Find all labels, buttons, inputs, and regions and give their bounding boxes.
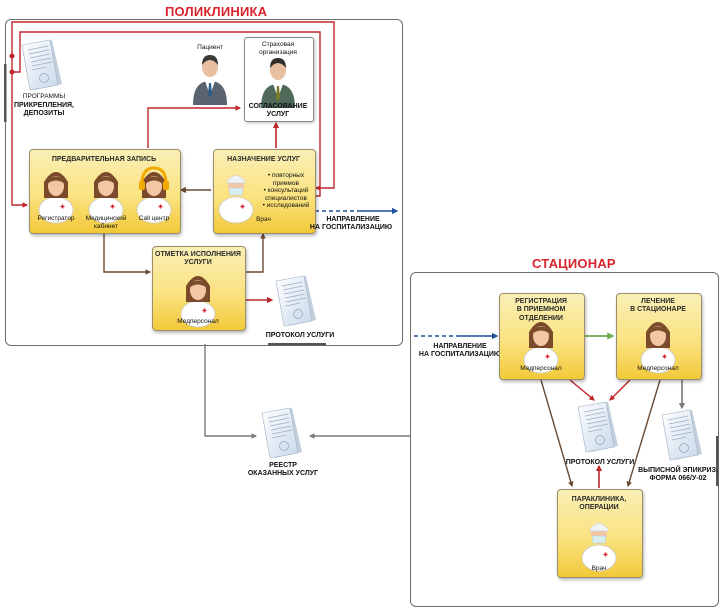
assign-item: • консультаций bbox=[263, 187, 309, 195]
assign-role-label: Врач bbox=[256, 216, 271, 223]
mark-role-label: Медперсонал bbox=[177, 318, 219, 325]
hospital-title: СТАЦИОНАР bbox=[532, 256, 616, 271]
scroll-marker-bottom bbox=[268, 343, 326, 346]
loop-top-to-assign bbox=[11, 21, 335, 191]
registry-document-icon bbox=[261, 407, 303, 459]
cabinet-avatar-icon bbox=[88, 171, 124, 224]
programs-to-prereg bbox=[11, 56, 29, 208]
poly-referral-line2: НА ГОСПИТАЛИЗАЦИЮ bbox=[309, 224, 393, 231]
paraclinic-title-line2: ОПЕРАЦИИ bbox=[579, 504, 619, 511]
insurer-caption-line2: организация bbox=[259, 49, 297, 56]
treatment-title-line2: В СТАЦИОНАРЕ bbox=[630, 306, 686, 313]
reception-title-line1: РЕГИСТРАЦИЯ bbox=[515, 298, 567, 305]
programs-caption-line3: ДЕПОЗИТЫ bbox=[23, 110, 65, 117]
loop-dot-mid bbox=[9, 69, 15, 75]
approval-caption-line1: СОГЛАСОВАНИЕ bbox=[248, 103, 308, 110]
reception-role-label: Медперсонал bbox=[520, 365, 562, 372]
programs-document-icon bbox=[21, 39, 63, 91]
polyclinic-title: ПОЛИКЛИНИКА bbox=[165, 4, 268, 19]
mark-title-line2: УСЛУГИ bbox=[184, 259, 212, 266]
reception-title-line2: В ПРИЕМНОМ ОТДЕЛЕНИИ bbox=[516, 306, 566, 322]
patient-avatar-icon bbox=[193, 55, 227, 105]
hosp-referral-line1: НАПРАВЛЕНИЕ bbox=[433, 343, 487, 350]
treatment-to-paraclinic bbox=[626, 379, 661, 488]
cabinet-label-line1: Медицинский bbox=[85, 215, 127, 222]
poly-protocol-document-icon bbox=[275, 275, 317, 327]
approval-caption-line2: УСЛУГ bbox=[266, 111, 290, 118]
reception-to-paraclinic bbox=[540, 379, 574, 488]
paraclinic-title-line1: ПАРАКЛИНИКА, bbox=[571, 496, 627, 503]
headset-icon bbox=[139, 166, 169, 190]
registrar-avatar-icon bbox=[38, 171, 74, 224]
programs-caption-line2: ПРИКРЕПЛЕНИЯ, bbox=[13, 102, 75, 109]
registrar-label: Регистратор bbox=[37, 215, 75, 222]
prereg-to-mark bbox=[103, 233, 152, 275]
prereg-to-approval bbox=[147, 105, 242, 148]
treatment-role-label: Медперсонал bbox=[637, 365, 679, 372]
scroll-marker-right bbox=[716, 436, 719, 486]
hosp-protocol-caption: ПРОТОКОЛ УСЛУГИ bbox=[565, 459, 635, 466]
scroll-marker-left bbox=[4, 64, 7, 122]
discharge-caption-line1: ВЫПИСНОЙ ЭПИКРИЗ, bbox=[638, 467, 718, 474]
programs-caption-line1: ПРОГРАММЫ bbox=[22, 93, 66, 100]
cabinet-label-line2: кабинет bbox=[94, 223, 118, 230]
assign-doctor-avatar-icon bbox=[218, 175, 254, 224]
assign-items: • повторных приемов • консультаций специ… bbox=[258, 172, 314, 210]
treatment-title-line1: ЛЕЧЕНИЕ bbox=[641, 298, 675, 305]
discharge-caption-line2: ФОРМА 066/У-02 bbox=[649, 475, 707, 482]
poly-protocol-caption: ПРОТОКОЛ УСЛУГИ bbox=[265, 332, 335, 339]
patient-label: Пациент bbox=[197, 44, 223, 51]
reception-to-protocol bbox=[569, 379, 595, 401]
mark-staff-avatar-icon bbox=[180, 275, 216, 328]
treatment-to-protocol bbox=[609, 379, 631, 401]
registry-caption-line1: РЕЕСТР bbox=[269, 462, 297, 469]
prereg-title: ПРЕДВАРИТЕЛЬНАЯ ЗАПИСЬ bbox=[51, 156, 157, 163]
poly-to-registry bbox=[204, 344, 258, 439]
registry-caption-line2: ОКАЗАННЫХ УСЛУГ bbox=[247, 470, 319, 477]
hosp-referral-line2: НА ГОСПИТАЛИЗАЦИЮ bbox=[418, 351, 502, 358]
assign-item: приемов bbox=[273, 179, 299, 187]
insurer-avatar-icon bbox=[261, 58, 295, 108]
paraclinic-role-label: Врач bbox=[591, 565, 607, 572]
loop-dot-top bbox=[9, 53, 15, 59]
poly-referral-line1: НАПРАВЛЕНИЕ bbox=[326, 216, 380, 223]
mark-title-line1: ОТМЕТКА ИСПОЛНЕНИЯ bbox=[155, 251, 241, 258]
assign-item: • повторных bbox=[267, 172, 305, 179]
reception-staff-avatar-icon bbox=[523, 321, 559, 374]
assign-item: • исследований bbox=[262, 202, 310, 210]
loop-programs-to-assign bbox=[12, 31, 321, 197]
callcenter-label: Call центр bbox=[138, 215, 170, 222]
treatment-staff-avatar-icon bbox=[640, 321, 676, 374]
paraclinic-doctor-avatar-icon bbox=[581, 523, 617, 572]
discharge-document-icon bbox=[661, 409, 703, 461]
insurer-caption-line1: Страховая bbox=[261, 41, 295, 48]
assign-title: НАЗНАЧЕНИЕ УСЛУГ bbox=[227, 156, 300, 163]
hosp-protocol-document-icon bbox=[577, 401, 619, 453]
assign-item: специалистов bbox=[265, 194, 307, 202]
mark-to-assign bbox=[246, 232, 266, 273]
